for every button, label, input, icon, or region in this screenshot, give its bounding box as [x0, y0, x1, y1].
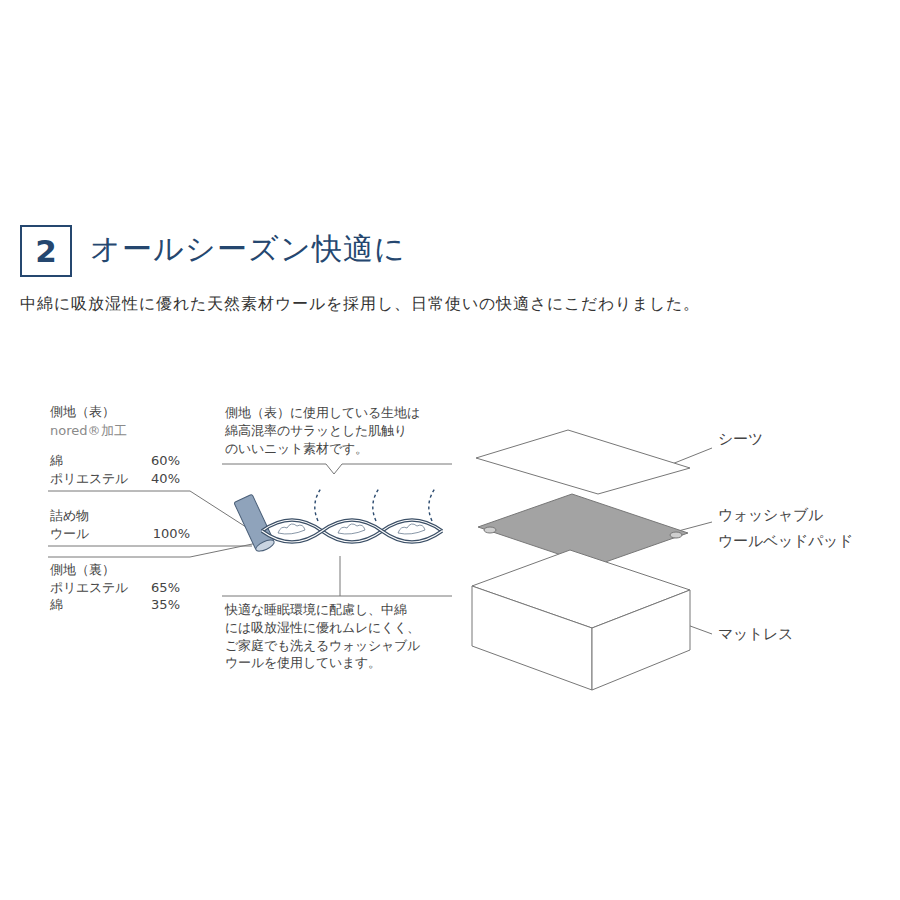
- percentage: 65%: [130, 580, 180, 597]
- part-name: 側地（裏）: [50, 562, 115, 579]
- callout-line: [222, 596, 452, 597]
- fabric-section: [234, 487, 442, 553]
- callout-line: [222, 464, 452, 474]
- percentage: 100%: [130, 526, 190, 543]
- material: ウール: [50, 526, 89, 543]
- callout-number: 2: [35, 233, 57, 269]
- section-title: オールシーズン快適に: [90, 229, 406, 268]
- number-box: 2: [20, 225, 72, 277]
- leader-line: [48, 546, 252, 547]
- sheet: [476, 430, 690, 494]
- percentage: 60%: [130, 453, 180, 470]
- part-name: シーツ: [718, 430, 763, 450]
- leader-line: [48, 542, 262, 557]
- material: 綿: [50, 597, 63, 614]
- note: 側地（表）に使用している生地は 綿高混率のサラッとした肌触り のいいニット素材で…: [225, 404, 465, 457]
- part-name: 側地（表）: [50, 404, 115, 421]
- mattress: [472, 550, 690, 690]
- callout-line: [340, 556, 341, 596]
- part-name: マットレス: [718, 625, 793, 645]
- bed-layers: [472, 430, 690, 690]
- material: ポリエステル: [50, 471, 128, 488]
- note: 快適な睡眠環境に配慮し、中綿 には吸放湿性に優れムレにくく、 ご家庭でも洗えるウ…: [225, 601, 465, 672]
- part-name: ウォッシャブル ウールベッドパッド: [718, 503, 890, 554]
- subtitle: 中綿に吸放湿性に優れた天然素材ウールを採用し、日常使いの快適さにこだわりました。: [20, 294, 700, 315]
- part-name: 詰め物: [50, 508, 89, 525]
- finish-name: nored®加工: [50, 423, 127, 440]
- percentage: 40%: [130, 471, 180, 488]
- percentage: 35%: [130, 597, 180, 614]
- leader-line: [48, 491, 246, 527]
- material: ポリエステル: [50, 580, 128, 597]
- material: 綿: [50, 453, 63, 470]
